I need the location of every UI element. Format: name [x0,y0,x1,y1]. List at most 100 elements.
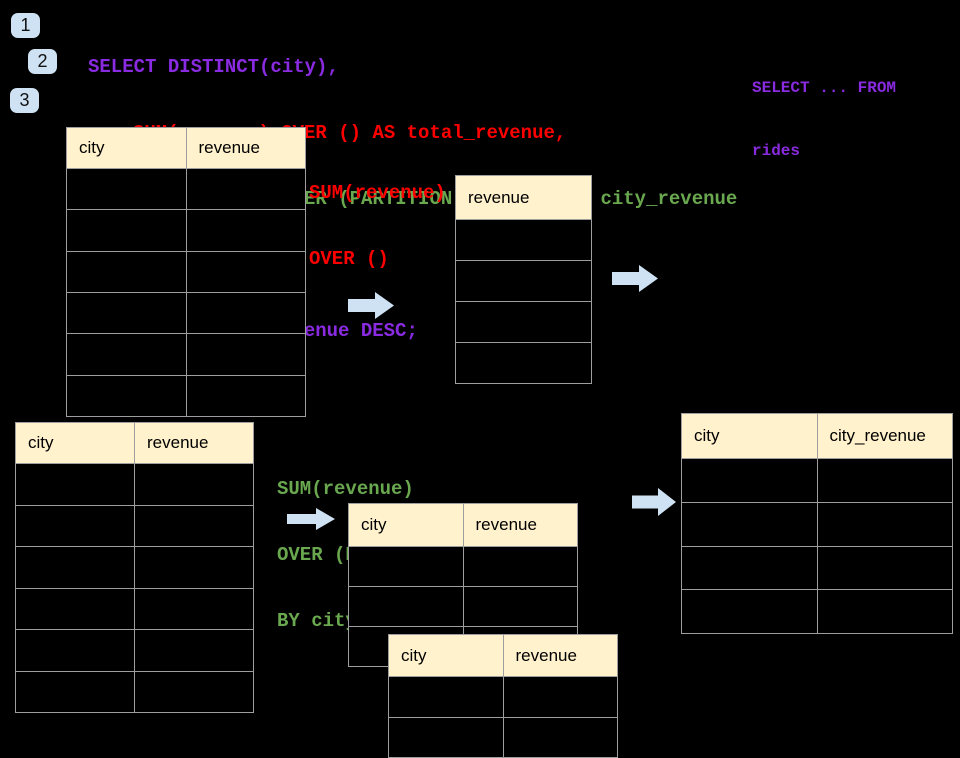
table-header-row: city revenue [67,128,305,168]
annotation-partition-line1: SUM(revenue) [277,478,414,500]
table-cell [682,502,818,546]
step-badge-2: 2 [28,49,57,74]
table-cell [682,459,818,502]
table-row [682,458,952,502]
table-header-row: city revenue [389,635,617,676]
arrow-right-icon [612,265,658,292]
table-cell [187,334,306,374]
table-cell [187,293,306,333]
table-cell [16,671,135,712]
table-cell [187,169,306,209]
table-row [16,670,253,713]
table-cell [187,376,306,416]
table-cell [16,464,135,505]
table-cell [456,343,591,383]
column-header: city [16,423,135,463]
table-row [682,589,952,633]
table-row [16,587,253,630]
table-cell [135,547,253,588]
step-badge-3: 3 [10,88,39,113]
table-row [456,260,591,301]
column-header: city [682,414,818,458]
table-cell [818,590,953,633]
side-note-line1: SELECT ... FROM [752,79,897,97]
annotation-total-line2: OVER () [309,248,389,270]
table-row [16,504,253,547]
table-row [389,676,617,717]
table-cell [16,588,135,629]
table-cell [818,547,953,590]
table-cell [67,334,187,375]
sql-line-select: SELECT DISTINCT(city), [88,56,339,78]
table-cell [67,251,187,292]
table-row [67,168,306,210]
table-cell [504,677,618,717]
table-cell [187,252,306,292]
table-cell [349,547,464,586]
table-cell [16,630,135,671]
table-row [456,342,591,383]
arrow-right-icon [348,292,394,319]
side-note-line2: rides [752,142,801,160]
column-header: city [389,635,504,676]
arrow-right-icon [287,508,335,530]
table-cell [135,630,253,671]
table-cell [389,717,504,757]
table-row [682,501,952,546]
table-cell [135,672,253,713]
table-cell [187,210,306,250]
table-header-row: revenue [456,176,591,219]
table-cell [456,302,591,342]
table-row [67,250,306,292]
table-city-revenue-result: city city_revenue [681,413,953,634]
table-cell [682,546,818,590]
table-row [682,545,953,590]
table-header-row: city revenue [16,423,253,463]
table-cell [67,375,187,416]
table-row [349,586,577,626]
column-header: revenue [468,187,530,207]
annotation-total-revenue: SUM(revenue) OVER () [309,138,446,292]
table-rides-source-bottom: city revenue [15,422,254,713]
table-row [67,291,306,334]
table-cell [456,261,591,301]
table-row [67,374,306,416]
column-header: revenue [147,433,209,452]
table-partition-group-2: city revenue [388,634,618,758]
table-cell [67,169,187,210]
column-header: city [67,128,187,168]
arrow-right-icon [632,488,676,516]
table-row [16,463,253,505]
table-cell [67,210,187,251]
table-row [349,546,577,586]
table-row [456,219,591,260]
column-header: revenue [198,138,260,157]
table-cell [504,718,618,758]
column-header: revenue [515,645,577,665]
table-row [67,209,306,251]
table-cell [135,506,253,547]
table-cell [682,590,818,633]
table-row [389,716,618,758]
table-cell [464,587,578,626]
table-rides-source-top: city revenue [66,127,306,417]
table-cell [16,505,135,546]
table-cell [389,677,504,717]
table-cell [464,547,578,586]
table-header-row: city city_revenue [682,414,952,458]
table-row [16,629,253,671]
table-cell [818,459,953,502]
table-row [16,546,253,588]
annotation-total-line1: SUM(revenue) [309,182,446,204]
table-cell [456,220,591,260]
table-row [456,301,591,342]
table-row [67,333,306,375]
column-header: revenue [475,515,537,534]
side-note-select-from-rides: SELECT ... FROM rides [752,36,896,183]
step-badge-1: 1 [11,13,40,38]
table-cell [135,589,253,630]
table-cell [16,547,135,588]
column-header: city_revenue [829,426,926,445]
table-cell [135,464,253,505]
